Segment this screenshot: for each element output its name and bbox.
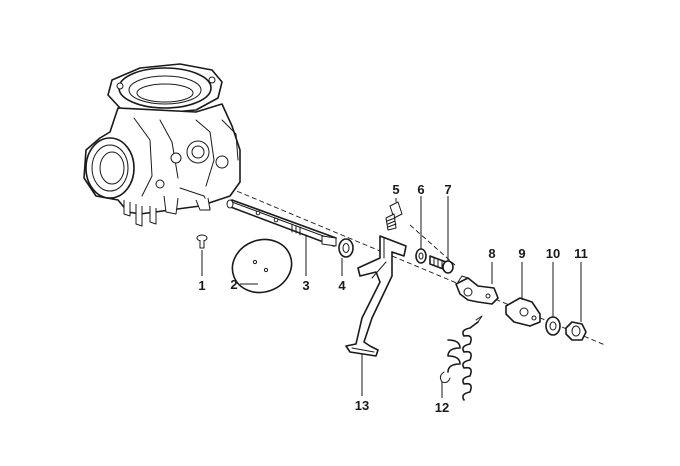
washer-part-6 — [415, 248, 427, 264]
callout-9: 9 — [518, 246, 525, 261]
throttle-disc-part-2 — [231, 238, 293, 294]
callout-1: 1 — [198, 278, 205, 293]
lever-part-8 — [455, 275, 499, 305]
nut-part-11 — [565, 321, 587, 341]
screw-part-1 — [196, 234, 208, 249]
screw-part-7 — [429, 255, 454, 274]
washer-part-10 — [545, 316, 561, 336]
cam-plate-part-9 — [505, 297, 541, 327]
callout-labels: 1 2 3 4 5 6 7 8 9 10 11 12 13 — [198, 182, 587, 415]
callout-2: 2 — [230, 277, 237, 292]
carburetor-body — [83, 63, 241, 227]
callout-11: 11 — [574, 246, 588, 261]
adjust-screw-part-5 — [385, 201, 403, 231]
washer-part-4 — [338, 238, 354, 258]
callout-5: 5 — [392, 182, 399, 197]
callout-6: 6 — [417, 182, 424, 197]
callout-12: 12 — [435, 400, 449, 415]
callout-13: 13 — [355, 398, 369, 413]
callout-3: 3 — [302, 278, 309, 293]
throttle-shaft-part-3 — [226, 199, 337, 247]
leader-lines — [201, 196, 582, 398]
callout-10: 10 — [546, 246, 560, 261]
callout-7: 7 — [444, 182, 451, 197]
bracket-part-13 — [345, 235, 407, 357]
callout-4: 4 — [338, 278, 346, 293]
return-spring-part-12 — [439, 315, 483, 401]
callout-8: 8 — [488, 246, 495, 261]
